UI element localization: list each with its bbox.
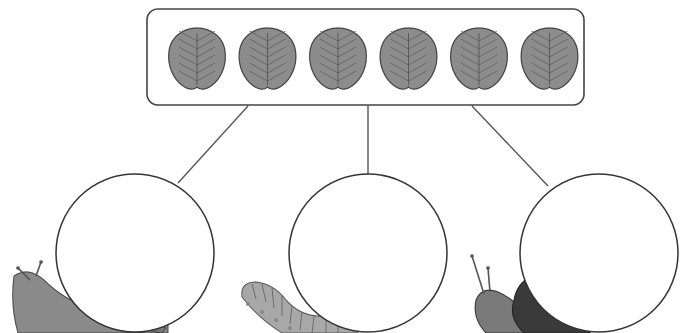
leaf-icon xyxy=(169,28,226,89)
circle-left xyxy=(56,174,214,332)
leaf-icon xyxy=(451,28,508,89)
connector-left xyxy=(178,106,248,183)
leaf-icon xyxy=(310,28,367,89)
circle-middle xyxy=(289,174,447,332)
leaf-icon xyxy=(521,28,578,89)
leaf-icon xyxy=(239,28,296,89)
leaf-icon xyxy=(380,28,437,89)
circle-right xyxy=(520,174,678,332)
connector-right xyxy=(472,106,548,186)
